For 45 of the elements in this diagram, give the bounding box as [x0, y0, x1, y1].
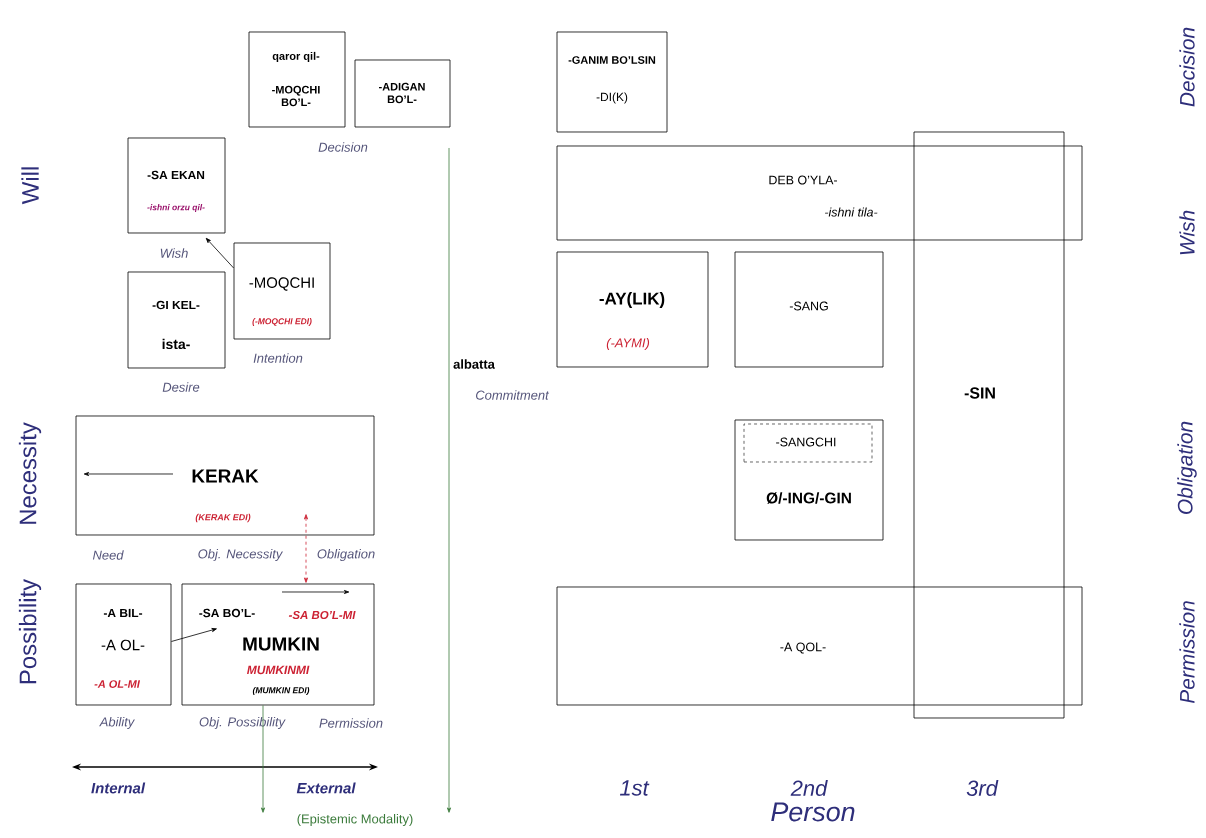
caption-label: Permission: [319, 718, 383, 728]
axis-label: Obligation: [1177, 421, 1197, 514]
box: qaror qil- -MOQCHI BO’L-: [248, 31, 346, 128]
axis-label: Permission: [1179, 601, 1195, 704]
box: -MOQCHI (-MOQCHI EDI): [233, 242, 331, 340]
axis-label: Internal: [91, 782, 146, 794]
axis-label: External: [296, 782, 356, 794]
box: -SA BO’L- -SA BO’L-MI MUMKIN MUMKINMI (MUMKIN EDI): [181, 583, 375, 706]
box: -A BIL- -A OL- -A OL-MI: [75, 583, 172, 706]
axis-label: Possibility: [18, 578, 42, 684]
axis-label: Wish: [1179, 210, 1195, 255]
arrow: [171, 628, 217, 642]
box: KERAK (KERAK EDI): [75, 415, 375, 536]
axis-label: Will: [21, 167, 39, 205]
caption-label: Intention: [253, 353, 303, 363]
arrow: [304, 514, 308, 583]
caption-label: (Epistemic Modality): [297, 813, 413, 827]
caption-label: Need: [92, 550, 124, 560]
caption-label: Obj. Necessity: [198, 548, 283, 562]
axis-label: Person: [771, 802, 855, 822]
box: -SIN: [913, 131, 1065, 719]
axis-label: Decision: [1179, 27, 1195, 107]
axis-label: 2nd: [790, 779, 828, 797]
caption-label: Ability: [99, 716, 135, 730]
box: -A QOL-: [556, 586, 1083, 706]
box: -SANG: [734, 251, 884, 368]
box: -ADIGAN BO’L-: [354, 59, 451, 128]
axis-label: 1st: [619, 780, 650, 796]
caption-label: Wish: [160, 248, 188, 258]
box: -GI KEL- ista-: [127, 271, 226, 369]
caption-label: Obj. Possibility: [199, 716, 286, 730]
word-label: albatta: [453, 359, 495, 369]
caption-label: Obligation: [317, 548, 375, 562]
axis-label: Necessity: [18, 422, 42, 524]
caption-label: Desire: [162, 382, 200, 392]
arrow: [261, 705, 265, 813]
box: DEB O’YLA- -ishni tila-: [556, 145, 1083, 241]
box: -SA EKAN -ishni orzu qil-: [127, 137, 226, 234]
caption-label: Commitment: [476, 390, 550, 400]
arrow: [447, 147, 451, 813]
caption-label: Decision: [318, 142, 368, 152]
box: -GANIM BO’LSIN -DI(K): [556, 31, 668, 133]
box: -AY(LIK) (-AYMI): [556, 251, 709, 368]
dashed-box: -SANGCHI: [743, 423, 873, 463]
axis-label: 3rd: [966, 779, 999, 797]
